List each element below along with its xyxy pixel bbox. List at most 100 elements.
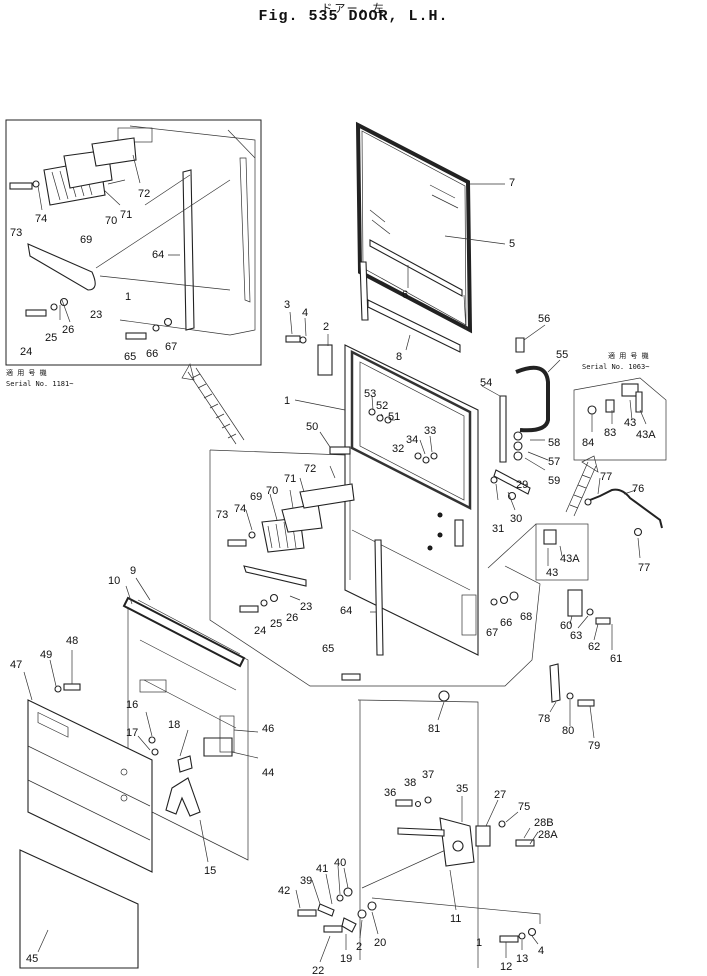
callout-27: 27 xyxy=(494,789,506,801)
callout-61: 61 xyxy=(610,653,622,665)
callout-71-main: 71 xyxy=(284,473,296,485)
callout-51: 51 xyxy=(388,411,400,423)
inset-right-serial-note: Serial No. 1063~ xyxy=(582,363,649,371)
callout-72: 72 xyxy=(138,188,150,200)
nut-81 xyxy=(438,690,450,702)
callout-60: 60 xyxy=(560,620,572,632)
callout-22: 22 xyxy=(312,965,324,976)
callout-77-top: 77 xyxy=(600,471,612,483)
callout-28A: 28A xyxy=(538,829,558,841)
screw-56 xyxy=(515,337,525,353)
inset-armrest-23 xyxy=(27,243,96,291)
bolt-50 xyxy=(329,446,351,455)
bolt-3 xyxy=(285,335,307,344)
callout-71: 71 xyxy=(120,209,132,221)
callout-50: 50 xyxy=(306,421,318,433)
lever-29 xyxy=(493,469,531,495)
callout-1-inset: 1 xyxy=(125,291,131,303)
armrest-bar-23 xyxy=(243,565,307,587)
glass-run-8 xyxy=(367,299,461,353)
callout-44: 44 xyxy=(262,767,274,779)
inset-lock-detail: 84 83 43 43A xyxy=(573,377,667,461)
callout-38: 38 xyxy=(404,777,416,789)
callout-32: 32 xyxy=(392,443,404,455)
reference-arrow-left xyxy=(181,363,245,445)
callout-7: 7 xyxy=(509,177,515,189)
callout-36: 36 xyxy=(384,787,396,799)
inset-bolt-73 xyxy=(9,180,40,190)
callout-15: 15 xyxy=(204,865,216,877)
callout-40: 40 xyxy=(334,857,346,869)
handle-rod-54 xyxy=(499,395,507,463)
callout-70: 70 xyxy=(105,215,117,227)
callout-26: 26 xyxy=(62,324,74,336)
callout-30: 30 xyxy=(510,513,522,525)
callout-28B: 28B xyxy=(534,817,554,829)
hinge-bracket-2 xyxy=(317,344,333,376)
callout-25-main: 25 xyxy=(270,618,282,630)
door-panel-45 xyxy=(19,849,139,969)
callout-37: 37 xyxy=(422,769,434,781)
callout-73: 73 xyxy=(10,227,22,239)
glass-channel xyxy=(359,261,369,321)
callout-24: 24 xyxy=(20,346,32,358)
callout-43A: 43A xyxy=(636,429,656,441)
striker-bracket-60 xyxy=(567,589,611,625)
callout-78: 78 xyxy=(538,713,550,725)
callout-12: 12 xyxy=(500,961,512,973)
striker-plate-78 xyxy=(438,663,595,707)
callout-39: 39 xyxy=(300,875,312,887)
callout-65-main: 65 xyxy=(322,643,334,655)
callout-33: 33 xyxy=(424,425,436,437)
callout-43A-lower: 43A xyxy=(560,553,580,565)
subassembly-outline xyxy=(209,450,541,687)
callout-2-lower: 2 xyxy=(356,941,362,953)
callout-35: 35 xyxy=(456,783,468,795)
callout-17: 17 xyxy=(126,727,138,739)
callout-5: 5 xyxy=(509,238,515,250)
callout-19: 19 xyxy=(340,953,352,965)
callout-13: 13 xyxy=(516,953,528,965)
callout-67-main: 67 xyxy=(486,627,498,639)
callout-77: 77 xyxy=(638,562,650,574)
callout-6: 6 xyxy=(402,289,408,301)
inset-left-applicable-jp: 適 用 号 機 xyxy=(6,368,47,377)
hinge-hardware-39-42 xyxy=(297,887,353,917)
callout-59: 59 xyxy=(548,475,560,487)
clip-18 xyxy=(177,755,193,773)
callout-47: 47 xyxy=(10,659,22,671)
callout-83: 83 xyxy=(604,427,616,439)
callout-1-lower: 1 xyxy=(476,937,482,949)
callout-45: 45 xyxy=(26,953,38,965)
callout-57: 57 xyxy=(548,456,560,468)
bracket-15 xyxy=(165,777,201,817)
callout-9: 9 xyxy=(130,565,136,577)
callout-53: 53 xyxy=(364,388,376,400)
trim-46 xyxy=(219,715,235,753)
callout-49: 49 xyxy=(40,649,52,661)
callout-29: 29 xyxy=(516,479,528,491)
pad-44 xyxy=(203,737,233,757)
bolt-65 xyxy=(341,673,361,681)
callout-66: 66 xyxy=(146,348,158,360)
callout-70-main: 70 xyxy=(266,485,278,497)
callout-34: 34 xyxy=(406,434,418,446)
callout-54: 54 xyxy=(480,377,492,389)
callout-69-main: 69 xyxy=(250,491,262,503)
callout-56: 56 xyxy=(538,313,550,325)
callout-3: 3 xyxy=(284,299,290,311)
glass-strip-6 xyxy=(369,239,463,297)
inset-handle-bar-64 xyxy=(182,169,195,331)
callout-41: 41 xyxy=(316,863,328,875)
callout-31: 31 xyxy=(492,523,504,535)
inset-bolt-24 xyxy=(25,297,69,317)
callout-11: 11 xyxy=(450,913,461,925)
figure-title: Fig. 535 DOOR, L.H. xyxy=(258,8,449,25)
callout-8: 8 xyxy=(396,351,402,363)
inset-left-serial-note: Serial No. 1181~ xyxy=(6,380,73,388)
hinge-hardware-12-13 xyxy=(499,927,537,943)
door-handle-bar-64 xyxy=(374,539,384,656)
callout-63: 63 xyxy=(570,630,582,642)
callout-64-main: 64 xyxy=(340,605,352,617)
